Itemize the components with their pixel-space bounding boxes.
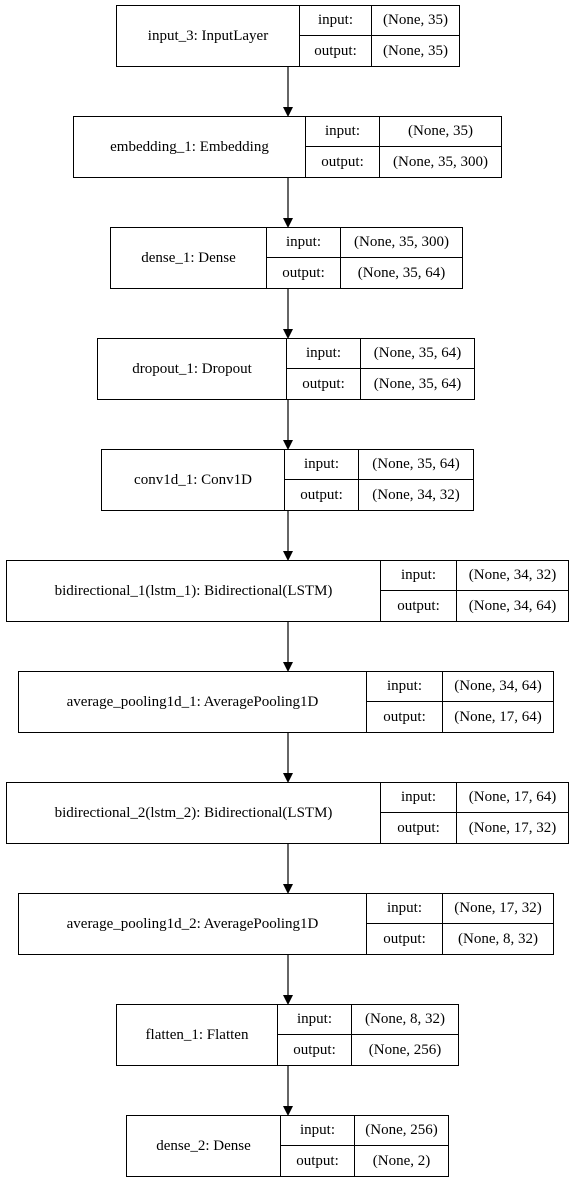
layer-name-label: conv1d_1: Conv1D (102, 450, 285, 510)
input-key-label: input: (285, 450, 359, 480)
input-key-label: input: (306, 117, 380, 147)
layer-name-label: bidirectional_1(lstm_1): Bidirectional(L… (7, 561, 381, 621)
layer-name-label: dropout_1: Dropout (98, 339, 287, 399)
layer-shape-table: input:(None, 35, 300)output: (None, 35, 6… (267, 228, 462, 288)
input-shape-value: (None, 35, 64) (361, 339, 474, 369)
input-shape-value: (None, 35, 64) (359, 450, 473, 480)
output-shape-value: (None, 17, 64) (454, 708, 542, 725)
output-shape-value: (None, 34, 64) (468, 597, 557, 614)
input-key-label: input: (381, 783, 457, 813)
output-key-label: output: (287, 369, 361, 399)
layer-name-label: dense_2: Dense (127, 1116, 281, 1176)
input-shape-value: (None, 8, 32) (352, 1005, 458, 1035)
output-key-label: output: (367, 702, 443, 732)
layer-shape-table: input:(None, 17, 32)output: (None, 8, 32) (367, 894, 553, 954)
output-key-label: output: (381, 813, 457, 843)
output-shape-value: (None, 2) (372, 1152, 431, 1169)
layer-shape-table: input:(None, 17, 64)output: (None, 17, 32… (381, 783, 568, 843)
output-shape-value: (None, 8, 32) (458, 930, 538, 947)
layer-shape-table: input:(None, 35, 64)output: (None, 34, 32… (285, 450, 473, 510)
output-key-label: output: (267, 258, 341, 288)
output-shape-value: (None, 35) (383, 42, 448, 59)
layer-shape-table: input:(None, 256)output: (None, 2) (281, 1116, 448, 1176)
output-shape-value: (None, 35, 64) (373, 375, 462, 392)
layer-name-label: dense_1: Dense (111, 228, 267, 288)
input-key-label: input: (287, 339, 361, 369)
layer-node: bidirectional_1(lstm_1): Bidirectional(L… (6, 560, 569, 622)
output-shape-value: (None, 256) (368, 1041, 442, 1058)
output-key-label: output: (285, 480, 359, 510)
output-key-label: output: (367, 924, 443, 954)
layer-shape-table: input:(None, 34, 64)output: (None, 17, 64… (367, 672, 553, 732)
layer-name-label: average_pooling1d_2: AveragePooling1D (19, 894, 367, 954)
input-shape-value: (None, 35, 300) (341, 228, 462, 258)
input-key-label: input: (367, 672, 443, 702)
layer-shape-table: input:(None, 35)output:(None, 35) (300, 6, 459, 66)
input-shape-value: (None, 35) (372, 6, 459, 36)
input-shape-value: (None, 34, 32) (457, 561, 568, 591)
output-key-label: output: (306, 147, 380, 177)
input-shape-value: (None, 17, 32) (443, 894, 553, 924)
layer-node: bidirectional_2(lstm_2): Bidirectional(L… (6, 782, 569, 844)
input-key-label: input: (267, 228, 341, 258)
layer-shape-table: input:(None, 35, 64)output:(None, 35, 64… (287, 339, 474, 399)
layer-shape-table: input:(None, 35)output: (None, 35, 300) (306, 117, 501, 177)
layer-name-label: bidirectional_2(lstm_2): Bidirectional(L… (7, 783, 381, 843)
input-shape-value: (None, 17, 64) (457, 783, 568, 813)
layer-shape-table: input:(None, 34, 32)output: (None, 34, 64… (381, 561, 568, 621)
input-shape-value: (None, 256) (355, 1116, 448, 1146)
input-key-label: input: (281, 1116, 355, 1146)
output-shape-value: (None, 35, 64) (357, 264, 446, 281)
input-shape-value: (None, 35) (380, 117, 501, 147)
input-key-label: input: (278, 1005, 352, 1035)
output-shape-value: (None, 17, 32) (468, 819, 557, 836)
input-key-label: input: (381, 561, 457, 591)
output-key-label: output: (300, 36, 372, 66)
input-shape-value: (None, 34, 64) (443, 672, 553, 702)
layer-name-label: input_3: InputLayer (117, 6, 300, 66)
output-key-label: output: (381, 591, 457, 621)
layer-name-label: average_pooling1d_1: AveragePooling1D (19, 672, 367, 732)
layer-name-label: flatten_1: Flatten (117, 1005, 278, 1065)
output-shape-value: (None, 34, 32) (372, 486, 460, 503)
layer-name-label: embedding_1: Embedding (74, 117, 306, 177)
input-key-label: input: (300, 6, 372, 36)
input-key-label: input: (367, 894, 443, 924)
output-shape-value: (None, 35, 300) (393, 153, 488, 170)
output-key-label: output: (278, 1035, 352, 1065)
layer-shape-table: input:(None, 8, 32)output: (None, 256) (278, 1005, 458, 1065)
output-key-label: output: (281, 1146, 355, 1176)
